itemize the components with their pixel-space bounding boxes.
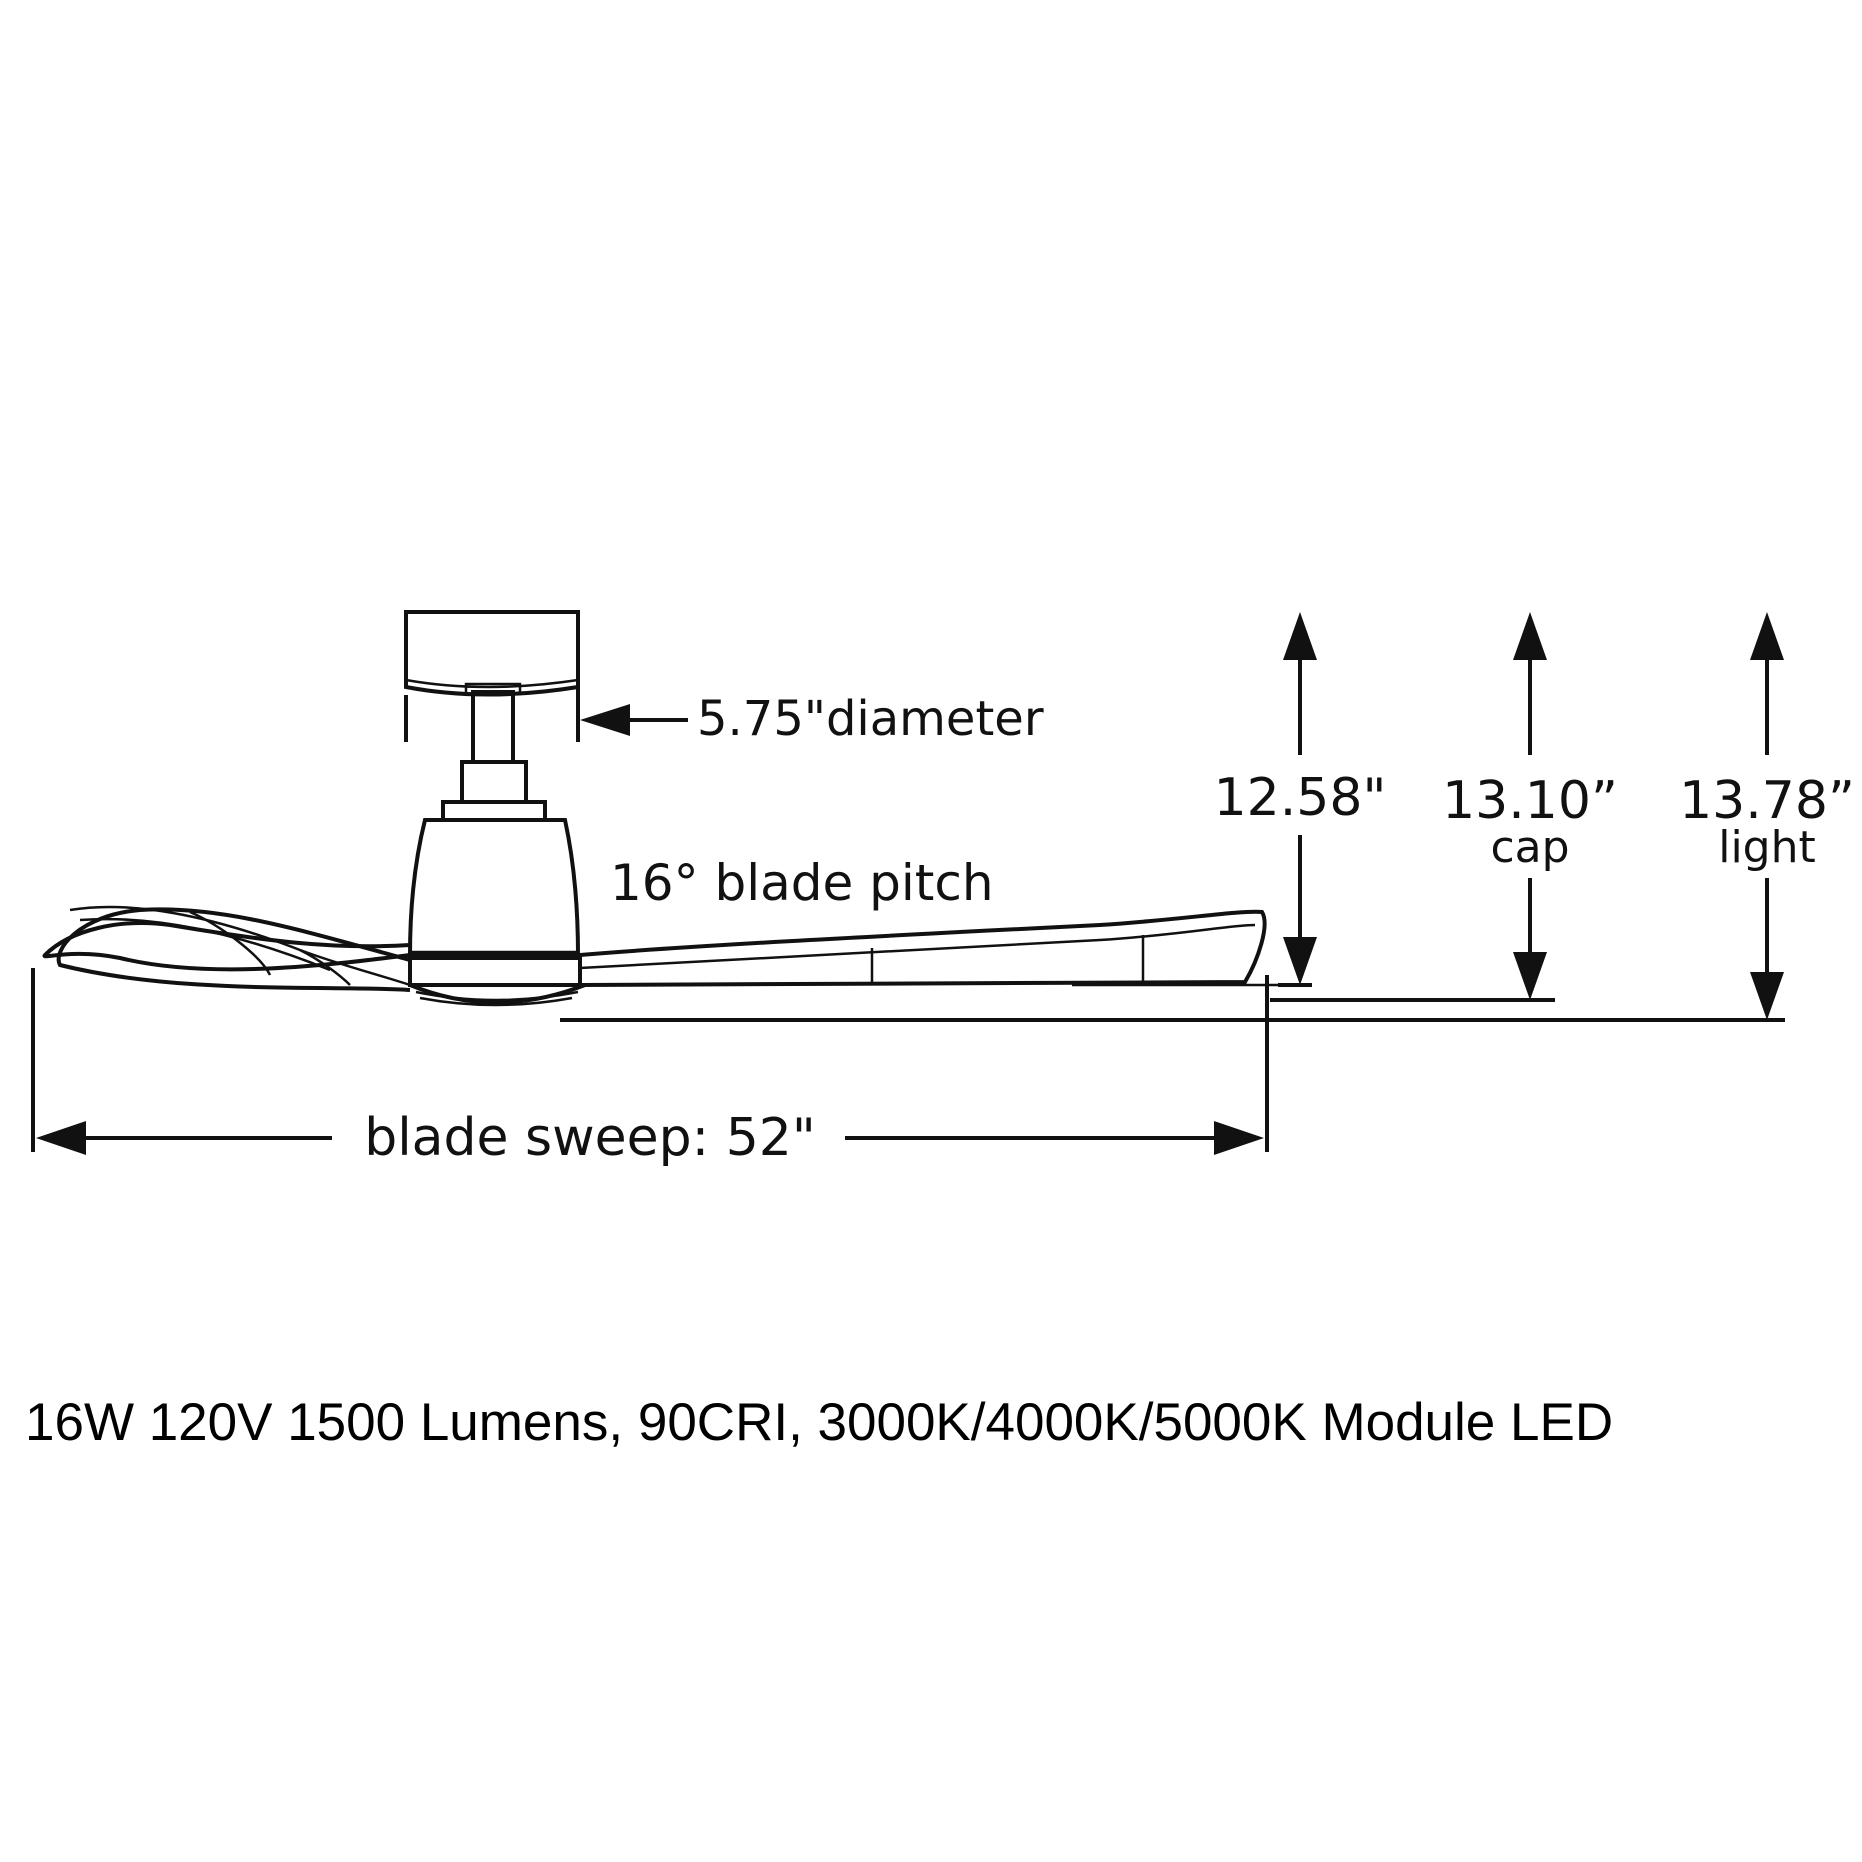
- arrow-down-icon: [1513, 952, 1547, 1000]
- blade-pitch-label: 16° blade pitch: [610, 854, 994, 912]
- canopy-diameter-label: 5.75"diameter: [697, 691, 1044, 747]
- light-kit: [408, 956, 582, 987]
- arrow-up-icon: [1750, 612, 1784, 660]
- blade-sweep-label: blade sweep: 52": [364, 1108, 816, 1168]
- ceiling-fan-drawing: [42, 610, 1310, 1007]
- spec-text: 16W 120V 1500 Lumens, 90CRI, 3000K/4000K…: [25, 1393, 1613, 1452]
- canopy-diameter-dimension: 5.75"diameter: [404, 685, 1044, 747]
- blade-sweep-dimension: blade sweep: 52": [31, 968, 1269, 1168]
- arrow-up-icon: [1283, 612, 1317, 660]
- height-dimension-13-78-light: 13.78” light: [560, 612, 1855, 1022]
- arrow-up-icon: [1513, 612, 1547, 660]
- blade-right: [579, 909, 1267, 987]
- arrow-right-icon: [1214, 1121, 1264, 1155]
- downrod: [471, 690, 515, 764]
- arrow-down-icon: [1750, 972, 1784, 1020]
- height-sub-label: light: [1718, 822, 1816, 873]
- arrow-down-icon: [1283, 937, 1317, 985]
- height-value-label: 13.10”: [1442, 771, 1618, 831]
- height-value-label: 12.58": [1214, 768, 1387, 828]
- height-dimension-13-10-cap: 13.10” cap: [1270, 612, 1618, 1002]
- arrow-left-icon: [580, 704, 630, 736]
- height-dimension-12-58: 12.58": [1214, 612, 1387, 987]
- motor-housing: [407, 818, 581, 957]
- height-value-label: 13.78”: [1679, 771, 1855, 831]
- arrow-left-icon: [36, 1121, 86, 1155]
- height-sub-label: cap: [1490, 822, 1569, 873]
- downrod-coupler: [460, 760, 528, 804]
